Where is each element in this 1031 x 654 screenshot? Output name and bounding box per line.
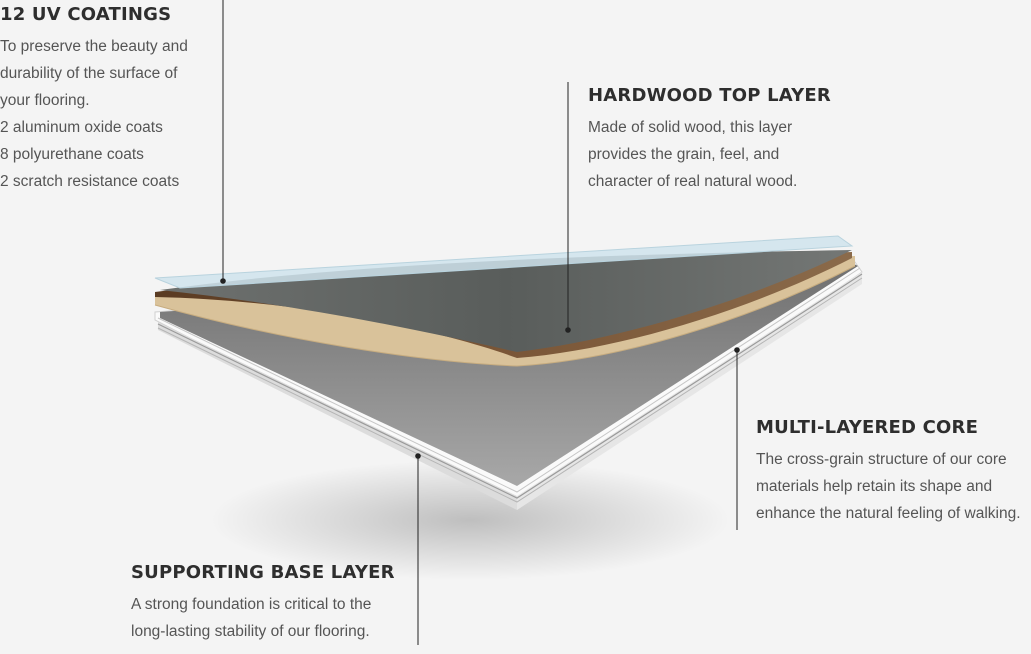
uv-coating-layer: [154, 235, 854, 289]
hardwood-leader-dot: [565, 327, 571, 333]
uv-coatings-label: 12 UV COATINGS To preserve the beauty an…: [0, 3, 230, 195]
hardwood-desc-line: Made of solid wood, this layer: [588, 119, 793, 136]
uv-desc-line: 8 polyurethane coats: [0, 146, 144, 163]
core-desc-line: materials help retain its shape and: [756, 478, 993, 495]
supporting-base-layer-label: SUPPORTING BASE LAYER A strong foundatio…: [131, 561, 431, 645]
uv-desc-line: 2 scratch resistance coats: [0, 173, 180, 190]
uv-leader-dot: [220, 278, 226, 284]
uv-desc-line: durability of the surface of: [0, 65, 178, 82]
hardwood-title: HARDWOOD TOP LAYER: [588, 85, 831, 106]
base-leader-dot: [415, 453, 421, 459]
hardwood-desc-line: character of real natural wood.: [588, 173, 798, 190]
ground-shadow: [210, 460, 730, 580]
core-title: MULTI-LAYERED CORE: [756, 417, 979, 438]
uv-desc-line: 2 aluminum oxide coats: [0, 119, 163, 136]
hardwood-top-layer-label: HARDWOOD TOP LAYER Made of solid wood, t…: [588, 84, 888, 195]
base-desc-line: long-lasting stability of our flooring.: [131, 623, 370, 640]
core-desc-line: enhance the natural feeling of walking.: [756, 505, 1021, 522]
uv-coatings-title: 12 UV COATINGS: [0, 4, 172, 25]
base-desc-line: A strong foundation is critical to the: [131, 596, 372, 613]
base-title: SUPPORTING BASE LAYER: [131, 562, 395, 583]
multi-layered-core-label: MULTI-LAYERED CORE The cross-grain struc…: [756, 416, 1031, 527]
core-leader-dot: [734, 347, 740, 353]
hardwood-desc-line: provides the grain, feel, and: [588, 146, 780, 163]
uv-desc-line: your flooring.: [0, 92, 90, 109]
uv-desc-line: To preserve the beauty and: [0, 38, 188, 55]
core-desc-line: The cross-grain structure of our core: [756, 451, 1007, 468]
